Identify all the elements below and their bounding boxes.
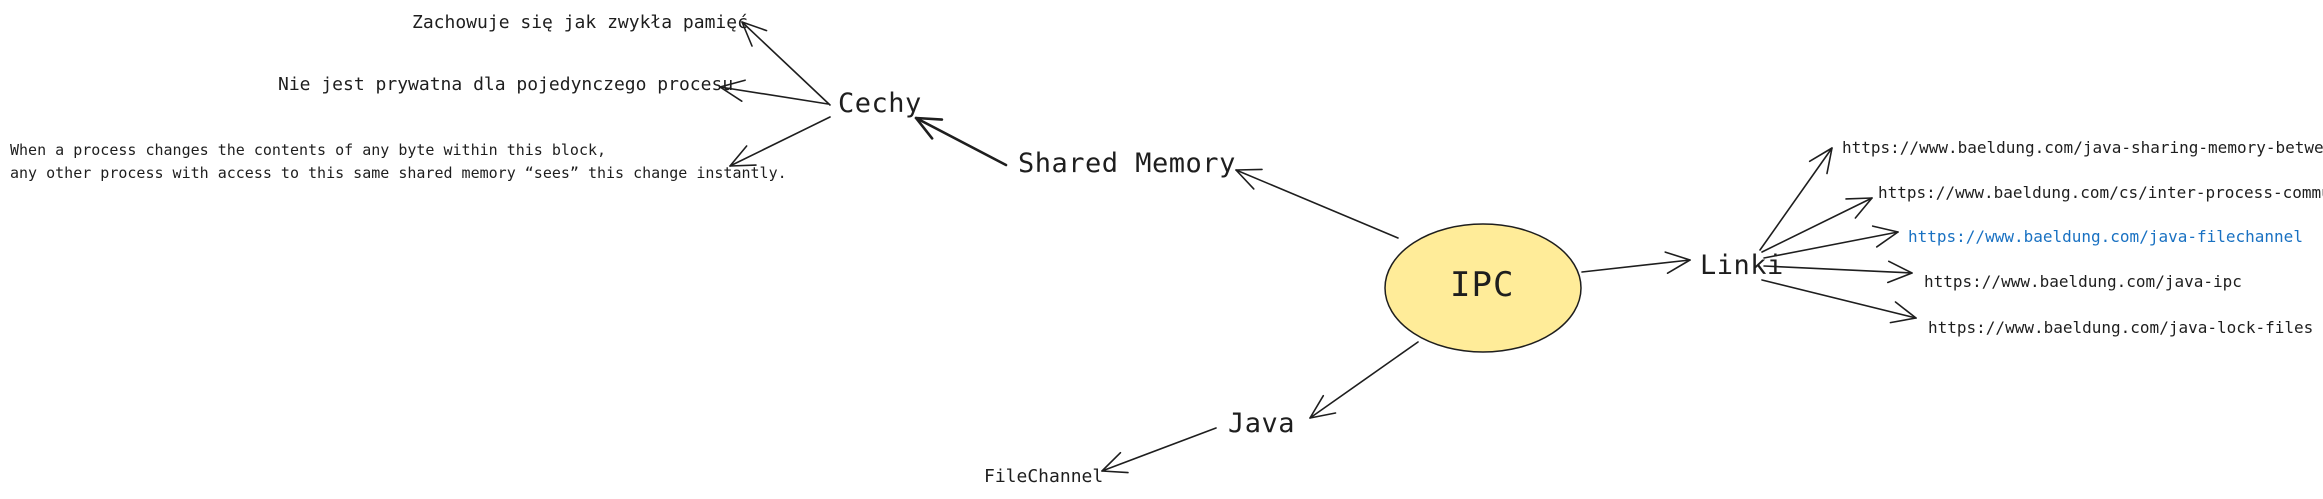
link-item-1[interactable]: https://www.baeldung.com/cs/inter-proces… — [1878, 183, 2323, 202]
cechy-item-2[interactable]: When a process changes the contents of a… — [10, 141, 787, 182]
link-item-4[interactable]: https://www.baeldung.com/java-lock-files — [1928, 318, 2314, 337]
edge-ipc-shared-memory-arrowhead — [1235, 168, 1263, 190]
edge-linki-item-0 — [1759, 147, 1833, 251]
edge-linki-item-0-arrowhead — [1808, 147, 1833, 175]
java-node[interactable]: Java — [1228, 408, 1296, 439]
cechy-item-0[interactable]: Zachowuje się jak zwykła pamięć — [412, 12, 748, 33]
edge-linki-item-3 — [1763, 260, 1913, 284]
ipc-node-ellipse[interactable] — [1384, 223, 1582, 353]
cechy-item-1[interactable]: Nie jest prywatna dla pojedynczego proce… — [278, 74, 734, 95]
edge-linki-item-1 — [1761, 197, 1873, 253]
edge-java-filechannel — [1101, 427, 1217, 474]
linki-node[interactable]: Linki — [1700, 250, 1784, 281]
edge-java-filechannel-arrowhead — [1101, 451, 1129, 474]
edge-linki-item-4 — [1761, 279, 1917, 324]
edge-cechy-item-2 — [729, 116, 831, 167]
edge-ipc-java-arrowhead — [1309, 394, 1337, 419]
cechy-node[interactable]: Cechy — [838, 88, 922, 119]
link-item-0[interactable]: https://www.baeldung.com/java-sharing-me… — [1842, 138, 2323, 157]
edge-linki-item-2-arrowhead — [1871, 225, 1899, 248]
edge-shared-memory-cechy-arrowhead — [914, 116, 944, 140]
edge-cechy-item-0 — [741, 21, 831, 106]
shared-memory-node[interactable]: Shared Memory — [1018, 148, 1236, 179]
edge-cechy-item-2-arrowhead — [729, 145, 757, 167]
edge-linki-item-4-arrowhead — [1889, 301, 1917, 324]
edge-ipc-java — [1309, 341, 1419, 419]
edge-cechy-item-1 — [719, 79, 829, 105]
edge-ipc-shared-memory — [1235, 168, 1399, 239]
java-item-0[interactable]: FileChannel — [984, 466, 1104, 487]
edge-linki-item-1-arrowhead — [1845, 197, 1873, 219]
edge-linki-item-3-arrowhead — [1886, 260, 1913, 284]
edge-ipc-linki — [1581, 251, 1691, 274]
edge-linki-item-2 — [1763, 225, 1899, 259]
link-item-2[interactable]: https://www.baeldung.com/java-filechanne… — [1908, 227, 2303, 246]
edge-ipc-linki-arrowhead — [1664, 251, 1691, 274]
edge-cechy-item-0-arrowhead — [741, 21, 768, 47]
ipc-node-label[interactable]: IPC — [1450, 265, 1515, 305]
link-item-3[interactable]: https://www.baeldung.com/java-ipc — [1924, 272, 2242, 291]
edge-shared-memory-cechy — [914, 116, 1008, 167]
edge-cechy-item-1-arrowhead — [719, 79, 746, 102]
